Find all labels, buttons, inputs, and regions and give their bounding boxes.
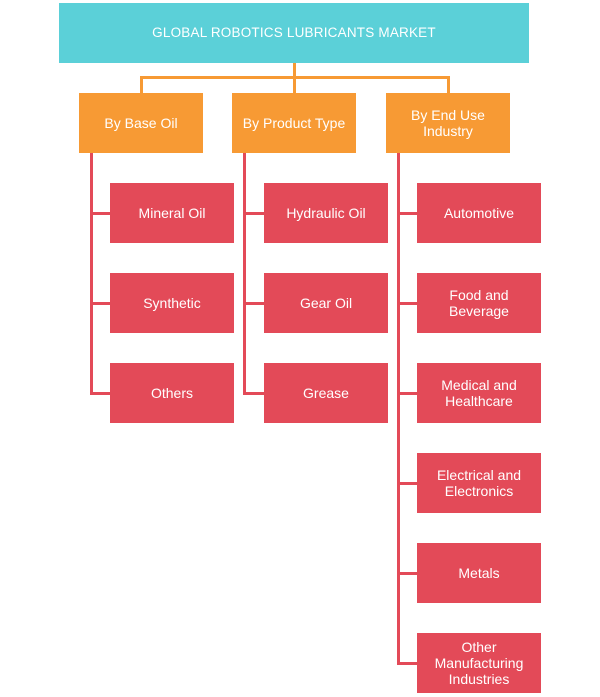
- leaf-other-manufacturing-industries: Other Manufacturing Industries: [417, 633, 541, 693]
- leaf-label: Synthetic: [143, 295, 201, 311]
- leaf-label: Others: [150, 385, 193, 401]
- branch-line: [397, 662, 418, 665]
- leaf-label: Mineral Oil: [138, 205, 206, 221]
- category-base-oil: By Base Oil: [79, 93, 203, 153]
- spine-base-oil: [90, 153, 93, 395]
- leaf-others: Others: [110, 363, 234, 423]
- branch-line: [397, 482, 418, 485]
- leaf-label: Medical and Healthcare: [441, 377, 517, 409]
- branch-line: [90, 392, 111, 395]
- connector-base-oil: [140, 76, 143, 94]
- spine-end-use: [397, 153, 400, 665]
- leaf-label: Gear Oil: [299, 295, 353, 311]
- branch-line: [397, 572, 418, 575]
- leaf-label: Metals: [458, 565, 500, 581]
- leaf-label: Electrical and Electronics: [436, 467, 522, 499]
- branch-line: [90, 212, 111, 215]
- branch-line: [397, 302, 418, 305]
- leaf-hydraulic-oil: Hydraulic Oil: [264, 183, 388, 243]
- category-product-type: By Product Type: [232, 93, 356, 153]
- root-node: GLOBAL ROBOTICS LUBRICANTS MARKET: [59, 3, 529, 63]
- leaf-gear-oil: Gear Oil: [264, 273, 388, 333]
- leaf-label: Food and Beverage: [449, 287, 509, 319]
- leaf-label: Grease: [303, 385, 349, 401]
- leaf-medical-and-healthcare: Medical and Healthcare: [417, 363, 541, 423]
- category-end-use-industry: By End Use Industry: [386, 93, 510, 153]
- connector-product-type: [293, 76, 296, 94]
- leaf-metals: Metals: [417, 543, 541, 603]
- branch-line: [243, 392, 264, 395]
- leaf-grease: Grease: [264, 363, 388, 423]
- leaf-synthetic: Synthetic: [110, 273, 234, 333]
- category-product-type-label: By Product Type: [242, 115, 346, 131]
- leaf-label: Other Manufacturing Industries: [434, 639, 524, 687]
- leaf-label: Automotive: [443, 205, 515, 221]
- category-end-use-industry-label: By End Use Industry: [411, 107, 485, 139]
- connector-end-use: [447, 76, 450, 94]
- branch-line: [397, 392, 418, 395]
- branch-line: [243, 212, 264, 215]
- spine-product-type: [243, 153, 246, 395]
- root-label: GLOBAL ROBOTICS LUBRICANTS MARKET: [152, 25, 436, 40]
- branch-line: [243, 302, 264, 305]
- leaf-mineral-oil: Mineral Oil: [110, 183, 234, 243]
- branch-line: [397, 212, 418, 215]
- root-connector-stem: [293, 63, 296, 78]
- category-base-oil-label: By Base Oil: [104, 115, 178, 131]
- branch-line: [90, 302, 111, 305]
- leaf-label: Hydraulic Oil: [286, 205, 366, 221]
- leaf-food-and-beverage: Food and Beverage: [417, 273, 541, 333]
- leaf-automotive: Automotive: [417, 183, 541, 243]
- leaf-electrical-and-electronics: Electrical and Electronics: [417, 453, 541, 513]
